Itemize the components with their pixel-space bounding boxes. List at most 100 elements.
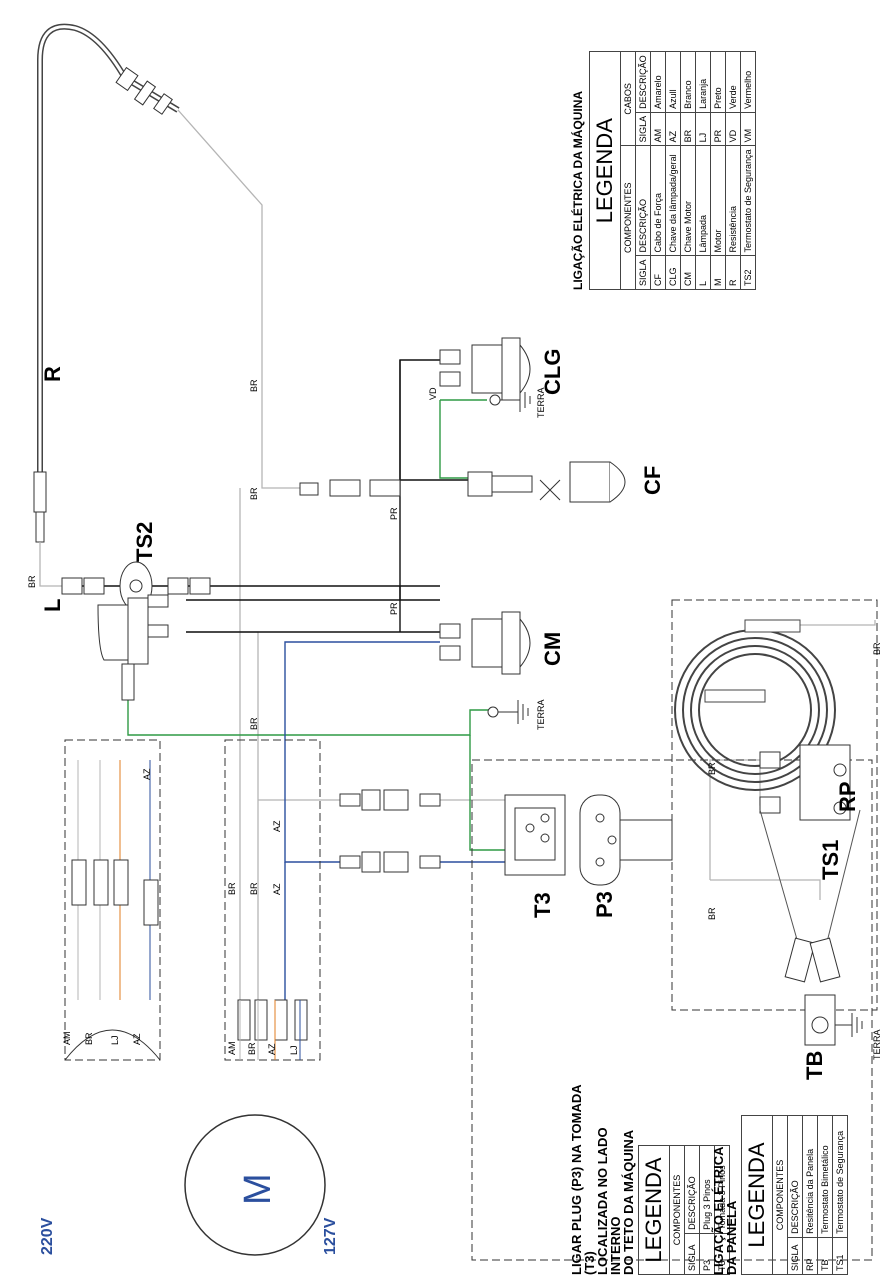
cell: Cabo de Força: [650, 145, 666, 256]
wire-label-br-9: BR: [872, 642, 882, 655]
main-legend-cables-label: CABOS: [620, 51, 636, 146]
ground-lamp: [487, 700, 529, 724]
label-220v: 220V: [39, 1217, 56, 1255]
cell: CF: [650, 255, 666, 290]
switch-cm: [439, 611, 531, 675]
wire-label-br-8: BR: [707, 907, 717, 920]
cell: RP: [802, 1237, 818, 1275]
main-legend-components-label: COMPONENTES: [620, 145, 636, 290]
wire-label-br-220: BR: [84, 1032, 94, 1045]
terra-label-cf: TERRA: [536, 387, 546, 418]
green-wires: [127, 399, 510, 851]
label-r: R: [40, 366, 65, 382]
pan-resistance-rp: [674, 619, 836, 791]
main-legend: LIGAÇÃO ELÉTRICA DA MÁQUINA LEGENDA COMP…: [571, 51, 756, 290]
motor-connectors-127: [237, 999, 308, 1041]
col-sigla: SIGLA: [787, 1237, 803, 1275]
col-sigla: SIGLA: [684, 1233, 700, 1275]
cell: Verde: [725, 51, 741, 113]
panela-legend-title-2: DA PANELA: [724, 1200, 739, 1275]
wire-label-az-2: AZ: [272, 883, 282, 895]
wire-label-az-1: AZ: [272, 820, 282, 832]
terra-label-tb: TERRA: [872, 1029, 882, 1060]
cell: Azull: [665, 51, 681, 113]
cell: Vermelho: [740, 51, 756, 113]
cell: LJ: [695, 112, 711, 146]
cell: R: [725, 255, 741, 290]
ground-cf: [489, 388, 531, 412]
cell: TS2: [740, 255, 756, 290]
socket-t3: [504, 794, 566, 876]
col-desc: DESCRIÇÃO: [787, 1115, 803, 1238]
wire-label-br-4: BR: [249, 717, 259, 730]
label-rp: RP: [835, 781, 860, 812]
wire-label-az-220: AZ: [132, 1033, 142, 1045]
wire-label-br-7: BR: [707, 762, 717, 775]
switch-clg: [439, 337, 531, 401]
wire-label-br-6: BR: [249, 882, 259, 895]
ground-tb: [833, 1013, 863, 1037]
label-ts1: TS1: [818, 840, 843, 880]
wire-label-az-220b: AZ: [142, 768, 152, 780]
wire-label-am-220: AM: [62, 1032, 72, 1046]
cell: VD: [725, 112, 741, 146]
main-legend-heading: LEGENDA: [589, 51, 621, 290]
white-wires: [39, 109, 876, 1000]
col-desc: DESCRIÇÃO: [635, 51, 651, 113]
wire-label-az-127: AZ: [267, 1043, 277, 1055]
col-desc: DESCRIÇÃO: [684, 1145, 700, 1234]
cell: Amarelo: [650, 51, 666, 113]
cell: Laranja: [695, 51, 711, 113]
cell: Chave da lâmpada/geral: [665, 145, 681, 256]
rp-boundary: [671, 599, 878, 1011]
main-legend-title: LIGAÇÃO ELÉTRICA DA MÁQUINA: [571, 90, 585, 290]
cell: CM: [680, 255, 696, 290]
label-l: L: [40, 599, 65, 612]
wire-label-pr-1: PR: [389, 507, 399, 520]
label-tb: TB: [802, 1051, 827, 1080]
wire-label-am-127: AM: [227, 1042, 237, 1056]
motor-220-panel: [64, 739, 161, 1061]
label-cm: CM: [540, 632, 565, 666]
cell: AM: [650, 112, 666, 146]
label-cf: CF: [640, 466, 665, 495]
terra-label-lamp: TERRA: [536, 699, 546, 730]
cell: L: [695, 255, 711, 290]
plug-p3: [579, 794, 673, 886]
connector-br: [339, 789, 441, 811]
label-clg: CLG: [540, 349, 565, 395]
wire-label-br-1: BR: [27, 575, 37, 588]
cell: VM: [740, 112, 756, 146]
wire-label-lj-220: LJ: [110, 1035, 120, 1045]
wire-label-vd: VD: [428, 387, 438, 400]
label-t3: T3: [530, 892, 555, 918]
connector-az: [339, 851, 441, 873]
plug-legend-title-3: DO TETO DA MÁQUINA: [621, 1129, 636, 1275]
wire-label-br-5: BR: [227, 882, 237, 895]
cell: BR: [680, 112, 696, 146]
cell: PR: [710, 112, 726, 146]
power-cable-cf: [299, 461, 626, 503]
cell: Resistência: [725, 145, 741, 256]
motor-m: [184, 739, 326, 1256]
cell: Termostato de Segurança: [832, 1115, 848, 1238]
cell: CLG: [665, 255, 681, 290]
label-ts2: TS2: [132, 522, 157, 562]
cell: Preto: [710, 51, 726, 113]
wire-label-br-127: BR: [247, 1042, 257, 1055]
resistance-r: [33, 23, 180, 543]
label-m: M: [237, 1173, 279, 1205]
wire-label-br-2: BR: [249, 379, 259, 392]
cell: Termostato Bimetálico: [817, 1115, 833, 1238]
cell: Motor: [710, 145, 726, 256]
panela-legend: LIGAÇÃO ELÉTRICA DA PANELA LEGENDA COMPO…: [711, 1105, 848, 1275]
wire-label-br-3: BR: [249, 487, 259, 500]
